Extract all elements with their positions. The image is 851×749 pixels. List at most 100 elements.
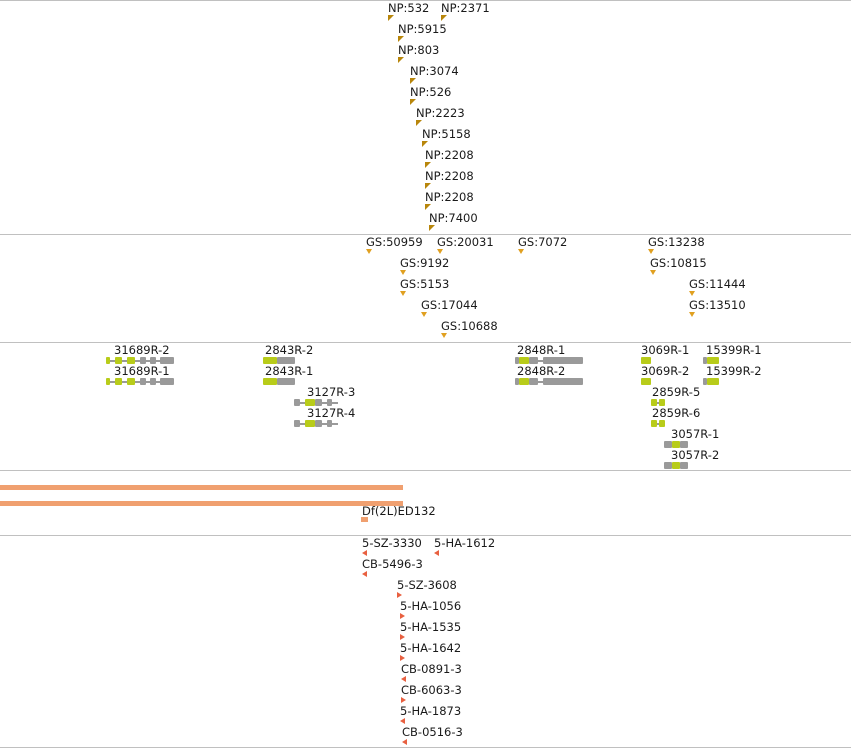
- np-feature-label[interactable]: NP:2208: [425, 190, 474, 204]
- gene-model[interactable]: [263, 378, 295, 385]
- insertion-label[interactable]: 5-SZ-3330: [362, 536, 422, 550]
- insertion-marker[interactable]: [401, 697, 406, 703]
- np-feature-label[interactable]: NP:7400: [429, 211, 478, 225]
- np-feature-marker[interactable]: [441, 15, 447, 21]
- gs-feature-marker[interactable]: [648, 249, 654, 254]
- gene-label[interactable]: 31689R-2: [114, 343, 170, 357]
- gene-label[interactable]: 2848R-2: [517, 364, 566, 378]
- insertion-marker[interactable]: [402, 739, 407, 745]
- gs-feature-label[interactable]: GS:17044: [421, 298, 478, 312]
- gene-model[interactable]: [664, 441, 688, 448]
- gene-model[interactable]: [106, 357, 174, 364]
- gene-label[interactable]: 3057R-1: [671, 427, 720, 441]
- np-feature-marker[interactable]: [410, 99, 416, 105]
- gs-feature-marker[interactable]: [421, 312, 427, 317]
- gene-model[interactable]: [651, 420, 665, 427]
- gs-feature-label[interactable]: GS:13238: [648, 235, 705, 249]
- insertion-label[interactable]: 5-SZ-3608: [397, 578, 457, 592]
- deficiency-bar[interactable]: [0, 485, 403, 490]
- np-feature-marker[interactable]: [388, 15, 394, 21]
- gene-model[interactable]: [664, 462, 688, 469]
- gene-label[interactable]: 2843R-1: [265, 364, 314, 378]
- gs-feature-label[interactable]: GS:50959: [366, 235, 423, 249]
- gene-label[interactable]: 3057R-2: [671, 448, 720, 462]
- gs-feature-label[interactable]: GS:10815: [650, 256, 707, 270]
- insertion-label[interactable]: 5-HA-1056: [400, 599, 462, 613]
- np-feature-label[interactable]: NP:803: [398, 43, 440, 57]
- insertion-marker[interactable]: [400, 655, 405, 661]
- insertion-marker[interactable]: [434, 550, 439, 556]
- gene-model[interactable]: [515, 357, 583, 364]
- deficiency-label[interactable]: Df(2L)ED132: [362, 504, 436, 518]
- gene-label[interactable]: 3127R-3: [307, 385, 356, 399]
- insertion-marker[interactable]: [400, 634, 405, 640]
- gs-feature-label[interactable]: GS:10688: [441, 319, 498, 333]
- insertion-label[interactable]: 5-HA-1535: [400, 620, 462, 634]
- gs-feature-marker[interactable]: [441, 333, 447, 338]
- np-feature-marker[interactable]: [410, 78, 416, 84]
- gene-label[interactable]: 31689R-1: [114, 364, 170, 378]
- insertion-marker[interactable]: [362, 550, 367, 556]
- insertion-marker[interactable]: [400, 613, 405, 619]
- np-feature-marker[interactable]: [398, 36, 404, 42]
- gene-label[interactable]: 3069R-2: [641, 364, 690, 378]
- gs-feature-marker[interactable]: [366, 249, 372, 254]
- gs-feature-label[interactable]: GS:9192: [400, 256, 450, 270]
- gene-model[interactable]: [515, 378, 583, 385]
- gs-feature-label[interactable]: GS:5153: [400, 277, 450, 291]
- np-feature-label[interactable]: NP:5158: [422, 127, 471, 141]
- gene-model[interactable]: [641, 357, 651, 364]
- gs-feature-marker[interactable]: [518, 249, 524, 254]
- gs-feature-marker[interactable]: [689, 312, 695, 317]
- gene-label[interactable]: 2843R-2: [265, 343, 314, 357]
- np-feature-label[interactable]: NP:2371: [441, 1, 490, 15]
- np-feature-label[interactable]: NP:2223: [416, 106, 465, 120]
- np-feature-marker[interactable]: [416, 120, 422, 126]
- gs-feature-label[interactable]: GS:20031: [437, 235, 494, 249]
- insertion-label[interactable]: 5-HA-1642: [400, 641, 462, 655]
- np-feature-label[interactable]: NP:5915: [398, 22, 447, 36]
- gs-feature-marker[interactable]: [689, 291, 695, 296]
- gene-label[interactable]: 3069R-1: [641, 343, 690, 357]
- np-feature-label[interactable]: NP:2208: [425, 148, 474, 162]
- np-feature-label[interactable]: NP:3074: [410, 64, 459, 78]
- gene-label[interactable]: 2848R-1: [517, 343, 566, 357]
- gs-feature-label[interactable]: GS:13510: [689, 298, 746, 312]
- gene-model[interactable]: [651, 399, 665, 406]
- gs-feature-marker[interactable]: [437, 249, 443, 254]
- insertion-label[interactable]: CB-0891-3: [401, 662, 462, 676]
- gs-feature-marker[interactable]: [650, 270, 656, 275]
- deficiency-marker[interactable]: [361, 517, 368, 522]
- insertion-label[interactable]: 5-HA-1612: [434, 536, 496, 550]
- insertion-label[interactable]: CB-0516-3: [402, 725, 463, 739]
- gene-model[interactable]: [263, 357, 295, 364]
- gs-feature-label[interactable]: GS:11444: [689, 277, 746, 291]
- insertion-label[interactable]: 5-HA-1873: [400, 704, 462, 718]
- insertion-marker[interactable]: [362, 571, 367, 577]
- gene-model[interactable]: [294, 420, 338, 427]
- np-feature-marker[interactable]: [425, 162, 431, 168]
- np-feature-label[interactable]: NP:2208: [425, 169, 474, 183]
- insertion-marker[interactable]: [397, 592, 402, 598]
- np-feature-marker[interactable]: [422, 141, 428, 147]
- np-feature-marker[interactable]: [425, 183, 431, 189]
- gs-feature-marker[interactable]: [400, 291, 406, 296]
- deficiency-bar[interactable]: [0, 501, 403, 506]
- gs-feature-marker[interactable]: [400, 270, 406, 275]
- np-feature-label[interactable]: NP:532: [388, 1, 430, 15]
- np-feature-marker[interactable]: [398, 57, 404, 63]
- insertion-marker[interactable]: [401, 676, 406, 682]
- gene-label[interactable]: 15399R-2: [706, 364, 762, 378]
- np-feature-marker[interactable]: [429, 225, 435, 231]
- np-feature-label[interactable]: NP:526: [410, 85, 452, 99]
- insertion-label[interactable]: CB-5496-3: [362, 557, 423, 571]
- gene-label[interactable]: 2859R-6: [652, 406, 701, 420]
- gene-label[interactable]: 15399R-1: [706, 343, 762, 357]
- insertion-label[interactable]: CB-6063-3: [401, 683, 462, 697]
- gene-model[interactable]: [641, 378, 651, 385]
- gene-model[interactable]: [294, 399, 338, 406]
- gs-feature-label[interactable]: GS:7072: [518, 235, 568, 249]
- insertion-marker[interactable]: [400, 718, 405, 724]
- gene-model[interactable]: [106, 378, 174, 385]
- gene-label[interactable]: 3127R-4: [307, 406, 356, 420]
